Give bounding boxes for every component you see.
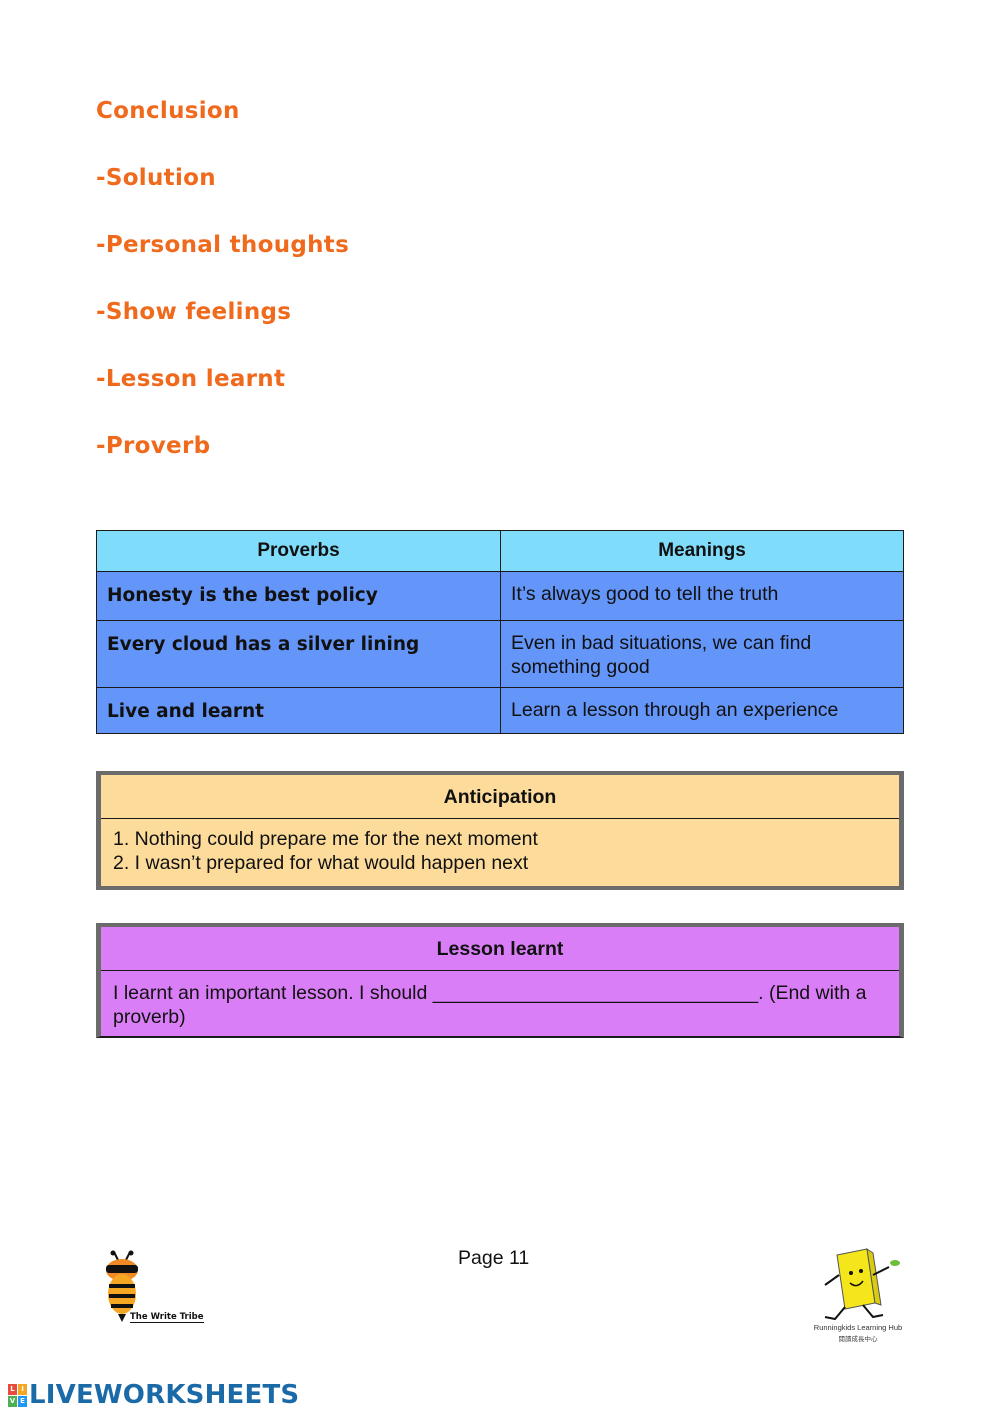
heading-solution: -Solution (96, 165, 216, 191)
proverb-cell: Every cloud has a silver lining (96, 620, 501, 688)
table-row: Honesty is the best policy It’s always g… (96, 571, 904, 621)
anticipation-body: 1. Nothing could prepare me for the next… (101, 819, 899, 884)
brand-square: V (8, 1395, 17, 1407)
liveworksheets-brand: L I V E LIVEWORKSHEETS (8, 1380, 299, 1410)
table-header-row: Proverbs Meanings (96, 530, 904, 572)
table-row: Every cloud has a silver lining Even in … (96, 620, 904, 688)
runningkids-label: Runningkids Learning Hub (813, 1323, 903, 1332)
lesson-learnt-text: I learnt an important lesson. I should _… (113, 982, 867, 1028)
running-book-logo-icon (824, 1247, 900, 1321)
anticipation-box: Anticipation 1. Nothing could prepare me… (96, 771, 904, 890)
section-headings: Conclusion -Solution -Personal thoughts … (96, 92, 349, 494)
heading-personal-thoughts: -Personal thoughts (96, 232, 350, 258)
lesson-learnt-box: Lesson learnt I learnt an important less… (96, 923, 904, 1038)
page-number: Page 11 (458, 1247, 530, 1269)
anticipation-title: Anticipation (101, 775, 899, 819)
bee-logo-icon (106, 1250, 138, 1322)
liveworksheets-logo-icon: L I V E (8, 1383, 27, 1407)
heading-proverb: -Proverb (96, 433, 211, 459)
meaning-cell: Even in bad situations, we can find some… (500, 620, 904, 688)
lesson-learnt-title: Lesson learnt (101, 927, 899, 971)
anticipation-line: 1. Nothing could prepare me for the next… (113, 828, 538, 850)
write-tribe-label: The Write Tribe (130, 1312, 204, 1323)
liveworksheets-wordmark: LIVEWORKSHEETS (29, 1380, 300, 1410)
proverbs-table: Proverbs Meanings Honesty is the best po… (96, 530, 904, 734)
brand-square: L (8, 1383, 17, 1395)
column-header-meanings: Meanings (500, 530, 904, 572)
runningkids-sublabel: 閱讀成長中心 (838, 1336, 878, 1343)
heading-show-feelings: -Show feelings (96, 299, 292, 325)
column-header-proverbs: Proverbs (96, 530, 501, 572)
meaning-cell: It’s always good to tell the truth (500, 571, 904, 621)
brand-square: E (18, 1395, 27, 1407)
heading-conclusion: Conclusion (96, 98, 240, 124)
table-row: Live and learnt Learn a lesson through a… (96, 687, 904, 734)
proverb-cell: Honesty is the best policy (96, 571, 501, 621)
brand-square: I (18, 1383, 27, 1395)
anticipation-line: 2. I wasn’t prepared for what would happ… (113, 852, 529, 874)
heading-lesson-learnt: -Lesson learnt (96, 366, 286, 392)
meaning-cell: Learn a lesson through an experience (500, 687, 904, 734)
proverb-cell: Live and learnt (96, 687, 501, 734)
